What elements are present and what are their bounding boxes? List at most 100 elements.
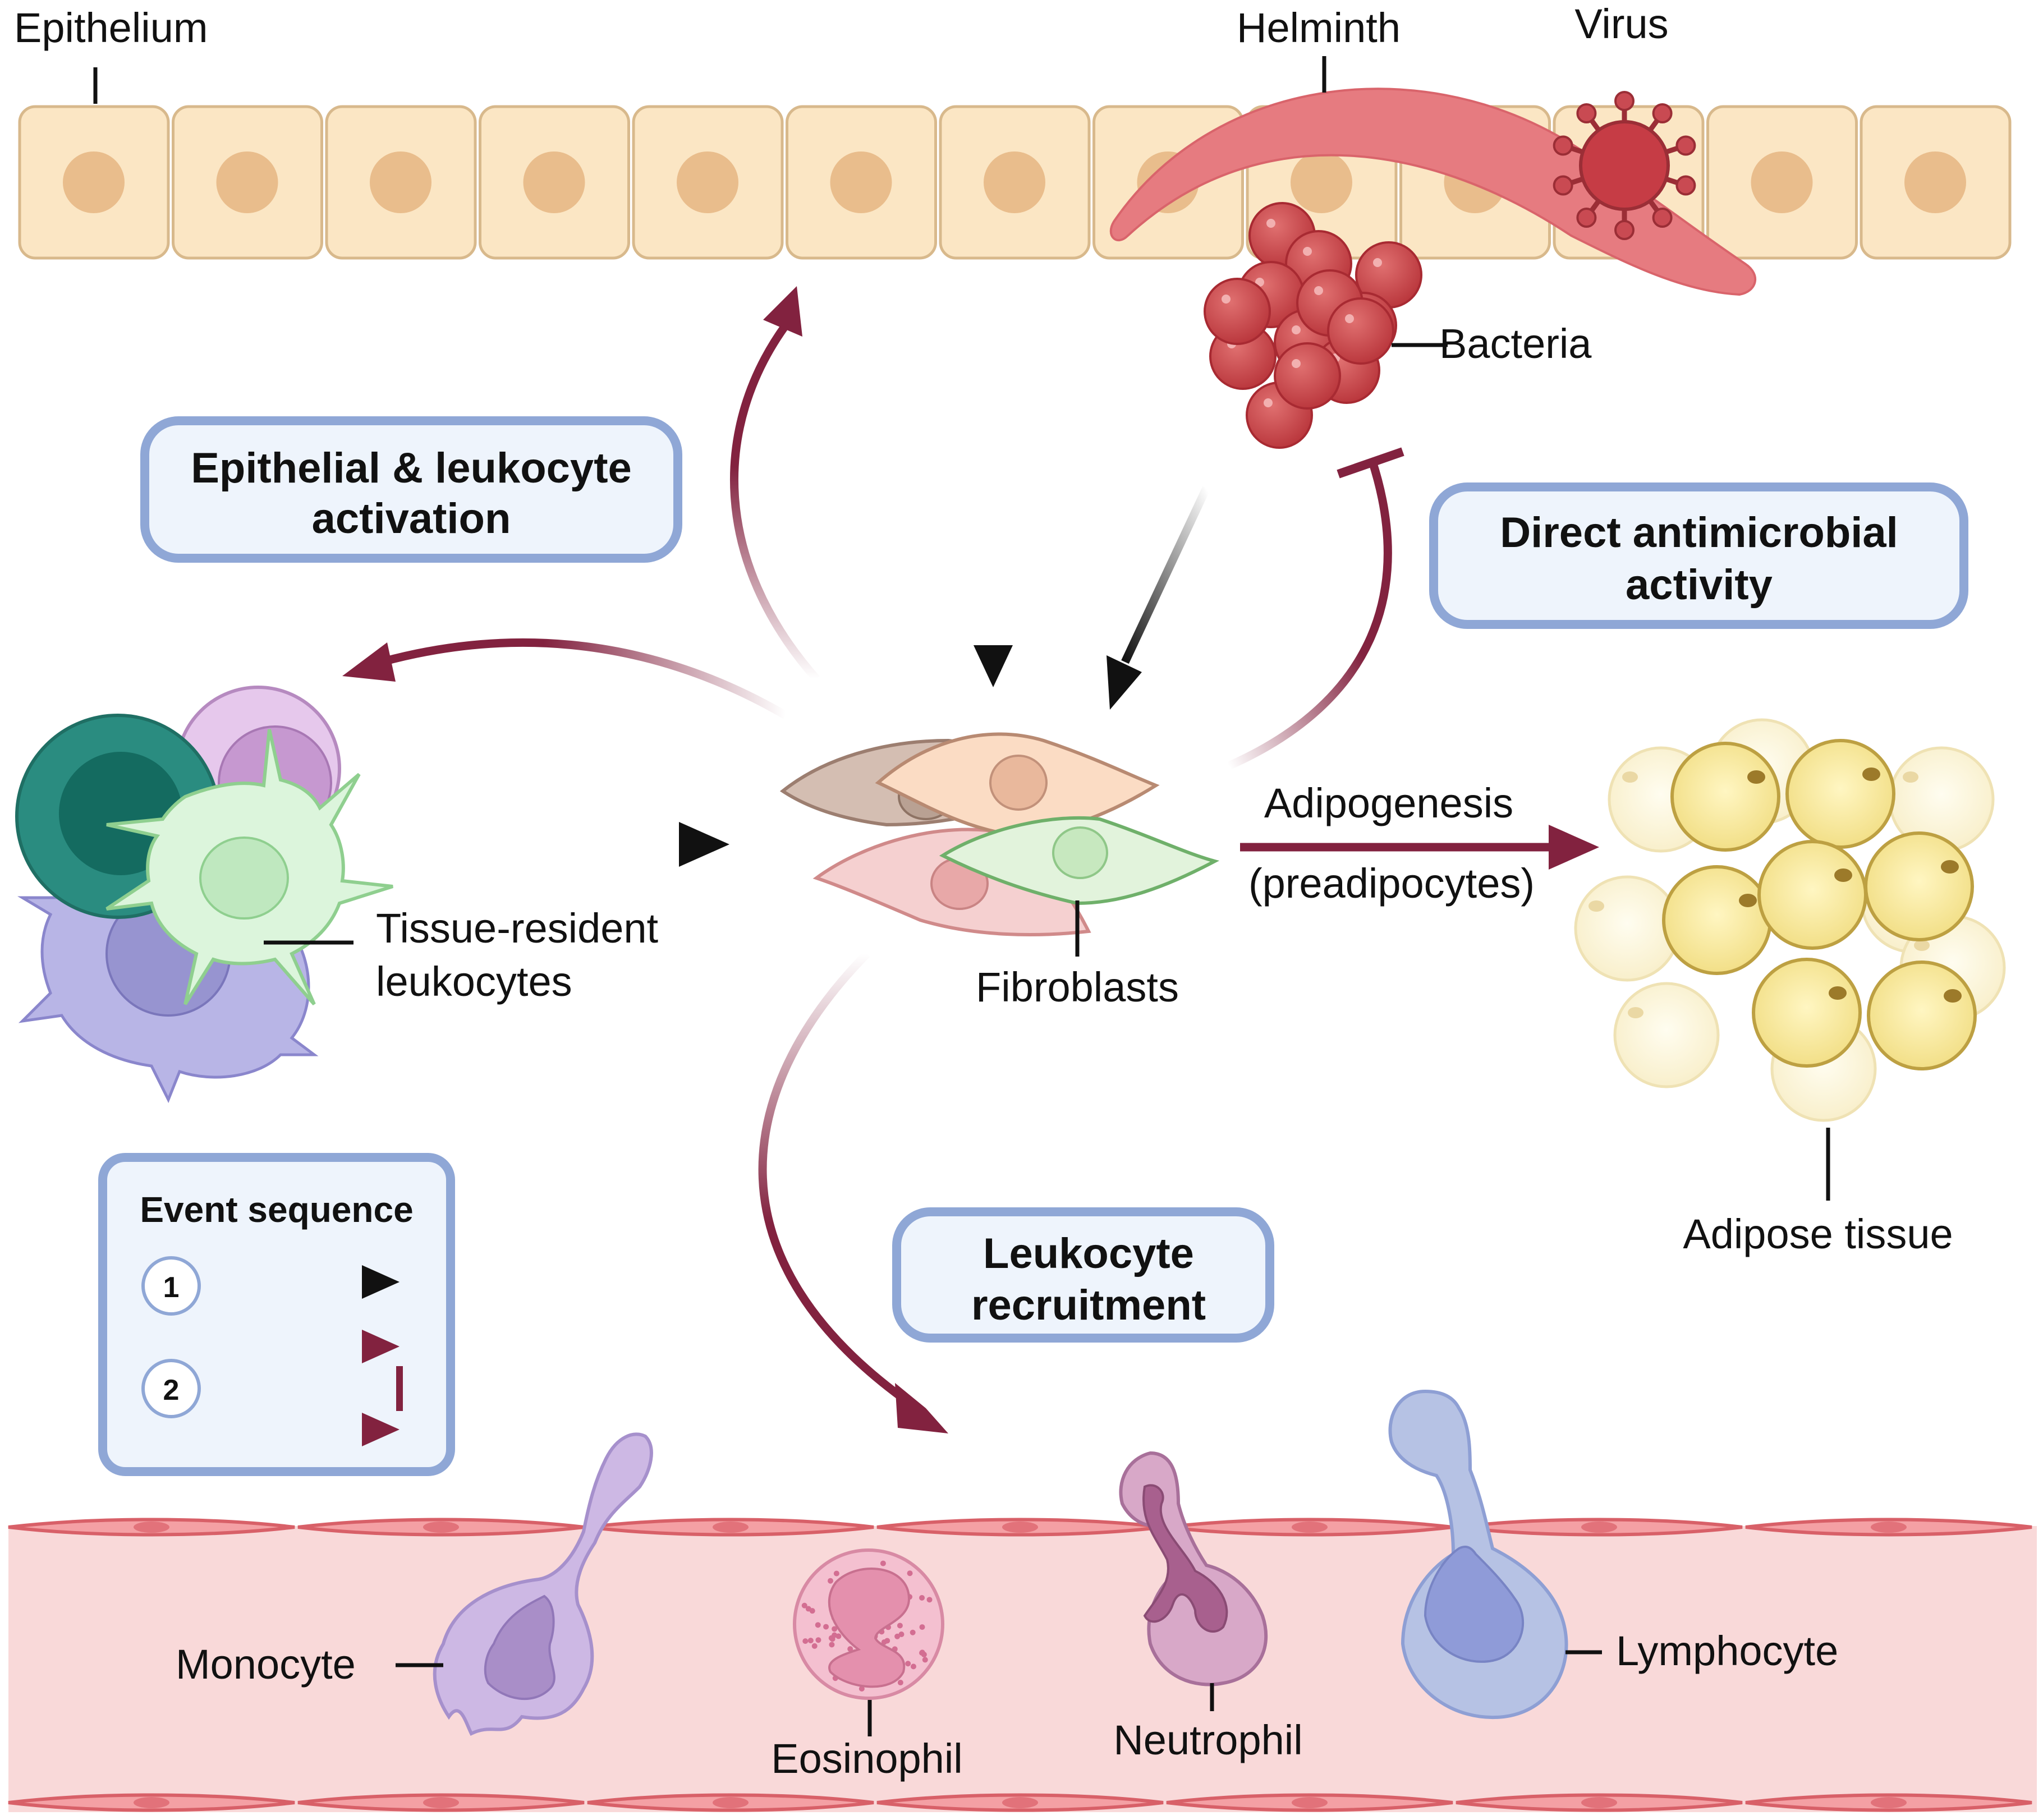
lymphocyte-cell <box>1388 1389 1568 1720</box>
epithelial-nucleus <box>216 151 278 213</box>
adipocyte-nucleus <box>1829 986 1847 1000</box>
monocyte-cell <box>433 1432 653 1736</box>
eosinophil-granule <box>807 1638 814 1644</box>
virus-spike-tip <box>1576 208 1597 228</box>
adipocyte-nucleus <box>1914 940 1930 951</box>
endothelial-nucleus <box>1292 1797 1328 1808</box>
epithelial-nucleus <box>1291 151 1352 213</box>
blood-vessel <box>8 1518 2037 1812</box>
epithelial-nucleus <box>984 151 1045 213</box>
label-preadipocytes: (preadipocytes) <box>1248 860 1535 907</box>
arrow-bacteria-to-fibroblasts <box>1107 486 1210 710</box>
label-adipose-tissue: Adipose tissue <box>1683 1211 1953 1257</box>
box-leukocyte-recruitment: Leukocyte recruitment <box>892 1207 1274 1343</box>
eosinophil-granule <box>910 1663 916 1670</box>
antimicrobial-title-2: activity <box>1626 561 1773 609</box>
eosinophil-granule <box>829 1642 835 1648</box>
bacterium <box>1327 297 1394 365</box>
bacterium-highlight <box>1303 247 1312 256</box>
bacteria-cluster <box>1204 202 1422 449</box>
adipocyte <box>1785 739 1895 849</box>
virus-spike-tip <box>1652 208 1673 228</box>
legend-black-arrow-head <box>362 1265 400 1299</box>
legend-step2-badge <box>141 1359 201 1418</box>
adipocyte <box>1752 958 1862 1068</box>
activation-title-1: Epithelial & leukocyte <box>191 444 632 492</box>
epithelial-nucleus <box>830 151 892 213</box>
adipocyte <box>1867 960 1977 1070</box>
eosinophil-granule <box>833 1570 839 1577</box>
label-neutrophil: Neutrophil <box>1113 1717 1302 1763</box>
virus-spike-tip <box>1576 103 1597 123</box>
neutrophil-cell <box>1119 1451 1268 1686</box>
eosinophil-granule <box>907 1570 913 1577</box>
eosinophil-granule <box>881 1639 887 1645</box>
endothelial-nucleus <box>134 1797 169 1808</box>
legend-maroon-arrow2-head <box>362 1413 400 1446</box>
eosinophil-granule <box>919 1594 925 1601</box>
bacterium-highlight <box>1266 219 1275 228</box>
endothelial-nucleus <box>1581 1797 1617 1808</box>
eosinophil-granule <box>815 1622 821 1628</box>
endothelial-nucleus <box>1581 1522 1617 1533</box>
bacterium-highlight <box>1314 286 1323 295</box>
adipocyte-nucleus <box>1944 989 1962 1003</box>
endothelial-nucleus <box>1871 1522 1907 1533</box>
arrow-epithelium-to-fibroblasts <box>974 325 1013 687</box>
virus-spike-tip <box>1652 103 1673 123</box>
eosinophil-granule <box>847 1646 853 1652</box>
label-fibroblasts: Fibroblasts <box>976 964 1179 1010</box>
bacterium-highlight <box>1292 325 1301 334</box>
vessel-wall-top <box>8 1518 2032 1537</box>
endothelial-nucleus <box>423 1522 459 1533</box>
epithelial-nucleus <box>1751 151 1813 213</box>
bacterium-highlight <box>1222 295 1231 304</box>
box-epithelial-leukocyte-activation: Epithelial & leukocyte activation <box>140 416 682 563</box>
endothelial-nucleus <box>1002 1522 1038 1533</box>
label-helminth: Helminth <box>1237 4 1401 51</box>
epithelial-nucleus <box>63 151 125 213</box>
adipocyte-nucleus <box>1589 900 1604 912</box>
virus-spike-tip <box>1675 135 1696 156</box>
bacterium-highlight <box>1345 314 1354 323</box>
eosinophil-granule <box>919 1649 925 1656</box>
eosinophil-granule <box>823 1624 829 1630</box>
bacterium <box>1204 278 1271 345</box>
legend-event-sequence: Event sequence 1 2 <box>98 1153 455 1476</box>
endothelial-nucleus <box>1871 1797 1907 1808</box>
label-lymphocyte: Lymphocyte <box>1616 1628 1838 1674</box>
endothelial-nucleus <box>423 1797 459 1808</box>
virus-particle <box>1553 91 1696 240</box>
legend-step1-label: 1 <box>163 1271 180 1304</box>
eosinophil-cell <box>793 1548 944 1700</box>
arrow-leukocytes-to-fibroblasts <box>393 822 729 867</box>
eosinophil-granule <box>858 1686 865 1692</box>
antimicrobial-title-1: Direct antimicrobial <box>1500 509 1898 557</box>
endothelial-nucleus <box>713 1797 749 1808</box>
epithelial-nucleus <box>677 151 738 213</box>
endothelial-nucleus <box>1292 1522 1328 1533</box>
bacterium-highlight <box>1373 258 1382 267</box>
adipocyte-nucleus <box>1862 767 1880 781</box>
endothelial-nucleus <box>1002 1797 1038 1808</box>
adipocyte-nucleus <box>1622 771 1638 783</box>
legend-title: Event sequence <box>140 1189 413 1230</box>
arrow-activation-epithelium <box>730 286 820 682</box>
virus-spike-tip <box>1553 135 1573 156</box>
helminth-shape <box>1109 88 1757 296</box>
epithelial-nucleus <box>1904 151 1966 213</box>
label-virus: Virus <box>1574 1 1668 47</box>
label-tissue-resident-2: leukocytes <box>376 958 572 1005</box>
arrow-activation-leukocytes <box>342 638 788 719</box>
adipocyte <box>1757 840 1867 950</box>
vessel-wall-bottom <box>8 1793 2032 1812</box>
eosinophil-granule <box>922 1657 928 1663</box>
eosinophil-granule <box>815 1637 821 1643</box>
eosinophil-granule <box>835 1633 842 1639</box>
adipocyte-pale <box>1613 982 1720 1088</box>
adipocyte <box>1662 865 1772 975</box>
label-monocyte: Monocyte <box>176 1641 356 1688</box>
adipocyte-nucleus <box>1747 770 1765 784</box>
eosinophil-granule <box>832 1626 838 1632</box>
adipocyte-nucleus <box>1739 894 1757 907</box>
